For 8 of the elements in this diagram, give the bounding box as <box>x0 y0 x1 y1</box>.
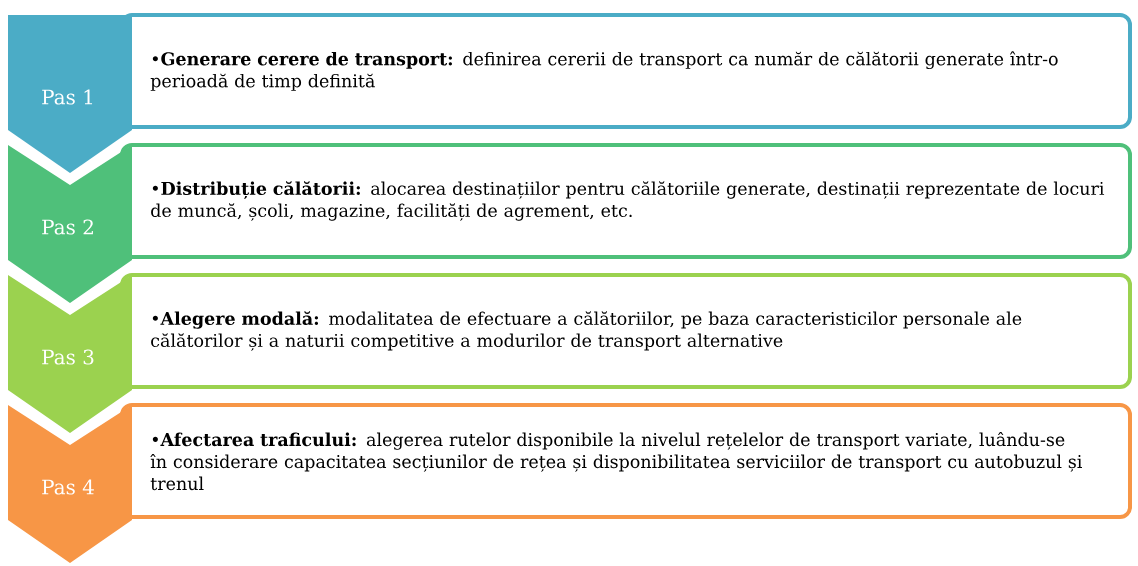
step-label-banner: Pas 1 <box>8 15 132 173</box>
step-label-banner: Pas 2 <box>8 145 132 303</box>
step-description-box: •Distribuție călătorii: alocarea destinațiilor pentru călătoriile generate, destinații reprezentate de locuri de muncă, școli, magazine, facilități de agrement, etc. <box>120 143 1132 259</box>
step-label-banner: Pas 3 <box>8 275 132 433</box>
step-label-banner: Pas 4 <box>8 405 132 563</box>
step-description-box: •Alegere modală: modalitatea de efectuare a călătoriilor, pe baza caracteristicilor personale ale călătorilor și a naturii competitive a modurilor de transport alternative <box>120 273 1132 389</box>
step-description-box: •Generare cerere de transport: definirea cererii de transport ca număr de călătorii generate într-o perioadă de timp definită <box>120 13 1132 129</box>
step-description-box: •Afectarea traficului: alegerea rutelor disponibile la nivelul rețelelor de transport variate, luându-se în considerare capacitatea secțiunilor de rețea și disponibilitatea serviciilor de transport cu autobuzul și trenul <box>120 403 1132 519</box>
